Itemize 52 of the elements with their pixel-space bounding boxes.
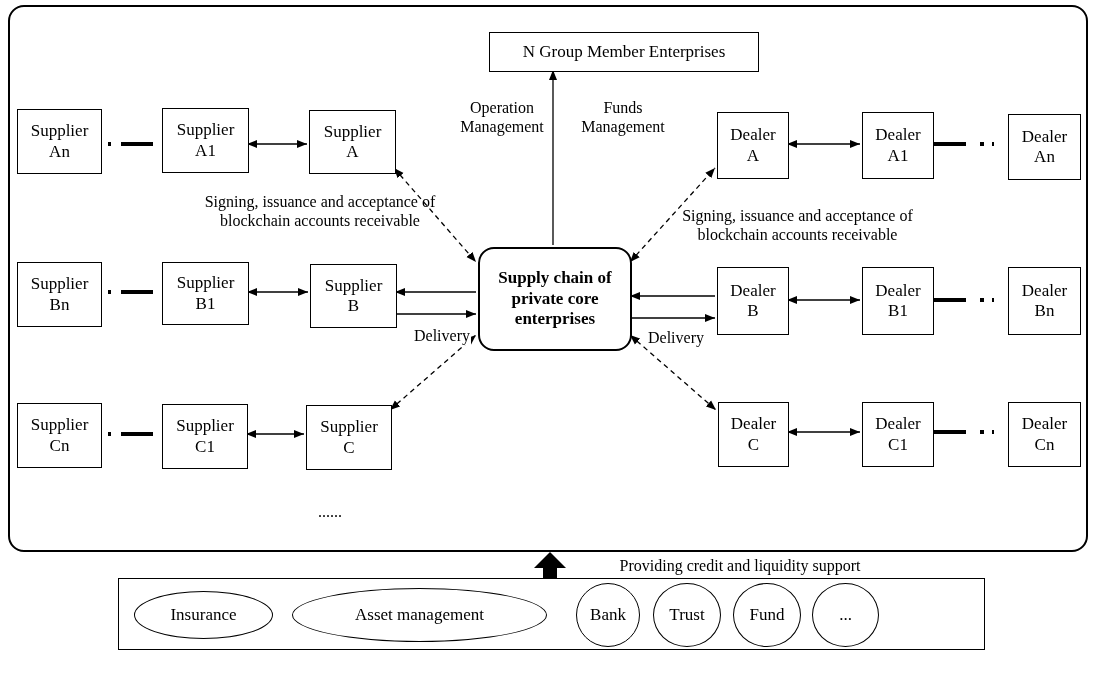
- entity-box: Supplier Cn: [17, 403, 102, 468]
- entity-box: Supplier B1: [162, 262, 249, 325]
- annotation-text: Operation Management: [459, 98, 545, 137]
- entity-box: Supplier A1: [162, 108, 249, 173]
- arrow: [629, 292, 716, 300]
- arrow: [246, 140, 308, 148]
- entity-box: Supplier C1: [162, 404, 248, 469]
- entity-box: Dealer An: [1008, 114, 1081, 180]
- arrow: [245, 430, 305, 438]
- arrow: [786, 428, 861, 436]
- arrow: [629, 334, 717, 411]
- edge-label: Delivery: [413, 326, 471, 346]
- entity-box: Dealer Cn: [1008, 402, 1081, 467]
- arrow: [786, 140, 861, 148]
- arrow: [389, 334, 477, 411]
- entity-box: Dealer Bn: [1008, 267, 1081, 335]
- institution-ellipse: Trust: [653, 583, 721, 647]
- thick-arrow: [534, 552, 566, 578]
- arrow: [246, 288, 309, 296]
- annotation-text: Signing, issuance and acceptance of blockchain accounts receivable: [681, 206, 914, 245]
- arrow: [394, 310, 477, 318]
- arrow: [629, 167, 716, 263]
- entity-box: Dealer B: [717, 267, 789, 335]
- group-boundary-box: [8, 5, 1088, 552]
- arrow: [786, 296, 861, 304]
- entity-box: Dealer A1: [862, 112, 934, 179]
- entity-box: Supplier C: [306, 405, 392, 470]
- entity-box: N Group Member Enterprises: [489, 32, 759, 72]
- arrow: [394, 288, 477, 296]
- financial-institutions-box: [118, 578, 985, 650]
- institution-ellipse: Asset management: [292, 588, 547, 642]
- annotation-text: Signing, issuance and acceptance of blockchain accounts receivable: [203, 192, 437, 231]
- annotation-text: ......: [317, 502, 343, 522]
- annotation-text: Funds Management: [580, 98, 666, 137]
- arrow: [549, 69, 557, 246]
- core-enterprise-box: Supply chain of private core enterprises: [478, 247, 632, 351]
- institution-ellipse: Bank: [576, 583, 640, 647]
- annotation-text: Providing credit and liquidity support: [618, 556, 862, 576]
- entity-box: Dealer C: [718, 402, 789, 467]
- institution-ellipse: ...: [812, 583, 879, 647]
- entity-box: Supplier Bn: [17, 262, 102, 327]
- institution-ellipse: Insurance: [134, 591, 273, 639]
- arrow: [393, 167, 477, 263]
- entity-box: Supplier An: [17, 109, 102, 174]
- arrow: [629, 314, 716, 322]
- entity-box: Supplier B: [310, 264, 397, 328]
- entity-box: Supplier A: [309, 110, 396, 174]
- entity-box: Dealer A: [717, 112, 789, 179]
- edge-label: Delivery: [647, 328, 705, 348]
- entity-box: Dealer B1: [862, 267, 934, 335]
- institution-ellipse: Fund: [733, 583, 801, 647]
- entity-box: Dealer C1: [862, 402, 934, 467]
